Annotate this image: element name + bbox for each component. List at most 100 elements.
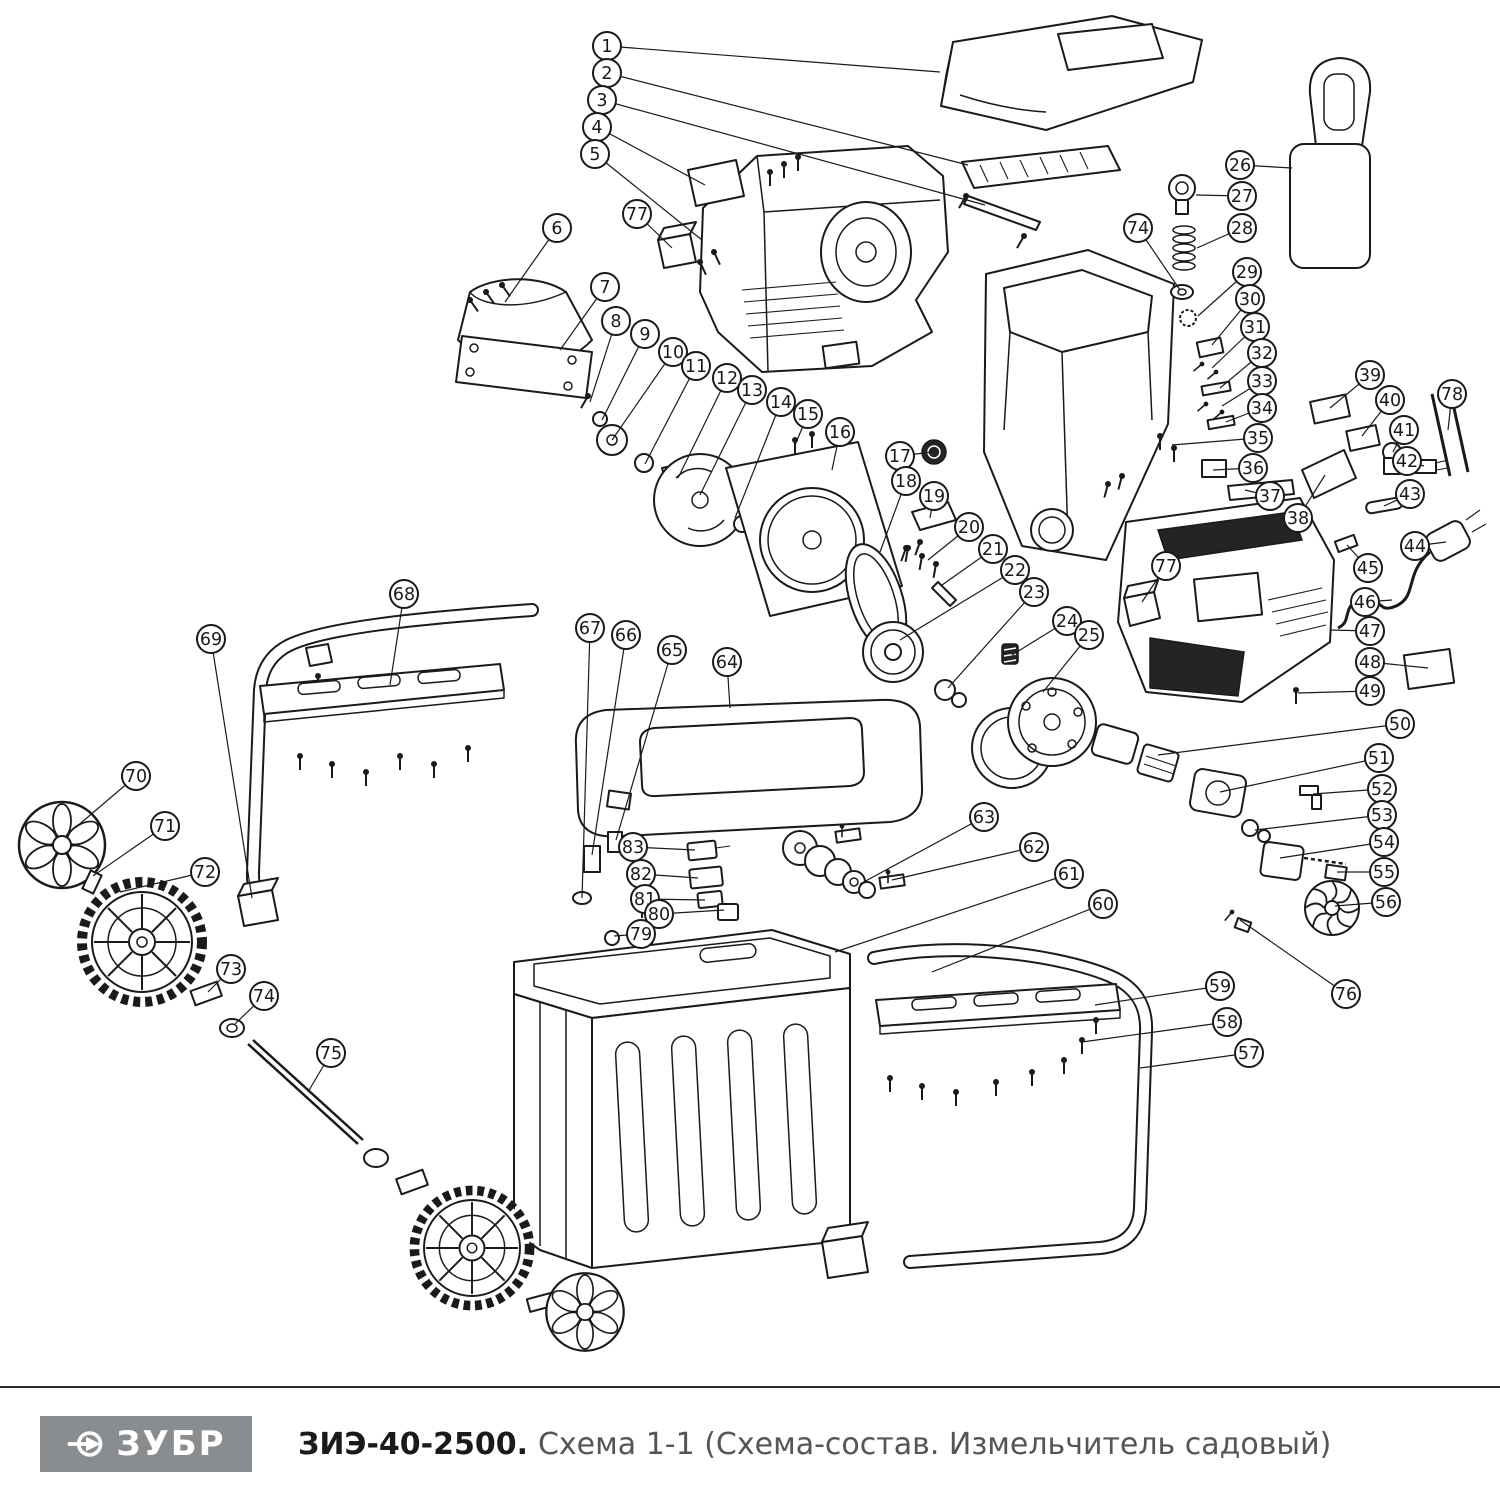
callout-69: 69 bbox=[196, 624, 226, 654]
leader-line-54 bbox=[1279, 841, 1385, 859]
svg-text:58: 58 bbox=[1216, 1013, 1238, 1033]
part-knob-spring bbox=[1168, 174, 1197, 327]
callout-2: 2 bbox=[592, 58, 622, 88]
callout-64: 64 bbox=[712, 647, 742, 677]
brand-name: ЗУБР bbox=[116, 1424, 226, 1464]
callout-23: 23 bbox=[1019, 577, 1049, 607]
svg-text:7: 7 bbox=[599, 278, 610, 298]
callout-50: 50 bbox=[1385, 709, 1415, 739]
callout-57: 57 bbox=[1234, 1038, 1264, 1068]
callout-numbers: 1234577678910111213141516171819202122232… bbox=[121, 31, 1467, 1068]
callout-58: 58 bbox=[1212, 1007, 1242, 1037]
svg-text:79: 79 bbox=[630, 925, 652, 945]
part-label-plate bbox=[687, 159, 745, 207]
leader-line-13 bbox=[699, 389, 753, 496]
callout-19: 19 bbox=[919, 481, 949, 511]
svg-text:70: 70 bbox=[125, 767, 147, 787]
callout-42: 42 bbox=[1392, 446, 1422, 476]
leader-line-62 bbox=[891, 846, 1035, 881]
leader-line-57 bbox=[1139, 1052, 1250, 1069]
callout-80: 80 bbox=[644, 899, 674, 929]
callout-83: 83 bbox=[618, 832, 648, 862]
part-vent-plate bbox=[961, 145, 1121, 231]
leader-line-22 bbox=[899, 569, 1016, 641]
svg-text:41: 41 bbox=[1393, 421, 1415, 441]
svg-text:67: 67 bbox=[579, 619, 601, 639]
svg-text:48: 48 bbox=[1359, 653, 1381, 673]
part-top-cover bbox=[940, 15, 1203, 131]
svg-text:14: 14 bbox=[770, 393, 792, 413]
svg-text:45: 45 bbox=[1357, 559, 1379, 579]
svg-text:76: 76 bbox=[1335, 985, 1357, 1005]
callout-72: 72 bbox=[190, 857, 220, 887]
leader-line-67 bbox=[581, 627, 591, 899]
callout-32: 32 bbox=[1247, 338, 1277, 368]
svg-text:42: 42 bbox=[1396, 452, 1418, 472]
callout-68: 68 bbox=[389, 579, 419, 609]
callout-29: 29 bbox=[1232, 257, 1262, 287]
callout-30: 30 bbox=[1235, 284, 1265, 314]
callout-22: 22 bbox=[1000, 555, 1030, 585]
callout-25: 25 bbox=[1074, 620, 1104, 650]
part-funnel bbox=[455, 278, 593, 399]
svg-text:26: 26 bbox=[1229, 156, 1251, 176]
svg-text:35: 35 bbox=[1247, 429, 1269, 449]
callout-7: 7 bbox=[590, 272, 620, 302]
svg-text:32: 32 bbox=[1251, 344, 1273, 364]
callout-67: 67 bbox=[575, 613, 605, 643]
part-crossbar-left bbox=[259, 643, 505, 787]
svg-text:29: 29 bbox=[1236, 263, 1258, 283]
callout-60: 60 bbox=[1088, 889, 1118, 919]
part-oil-bottle bbox=[1289, 57, 1372, 269]
callout-17: 17 bbox=[885, 441, 915, 471]
svg-text:10: 10 bbox=[662, 343, 684, 363]
svg-text:56: 56 bbox=[1375, 893, 1397, 913]
zubr-logo: ЗУБР bbox=[40, 1416, 252, 1472]
svg-text:63: 63 bbox=[973, 808, 995, 828]
part-handle-right bbox=[821, 943, 1154, 1279]
svg-text:51: 51 bbox=[1368, 749, 1390, 769]
svg-text:11: 11 bbox=[685, 357, 707, 377]
callout-44: 44 bbox=[1400, 531, 1430, 561]
svg-text:40: 40 bbox=[1379, 391, 1401, 411]
svg-text:49: 49 bbox=[1359, 682, 1381, 702]
callout-55: 55 bbox=[1369, 857, 1399, 887]
callout-45: 45 bbox=[1353, 553, 1383, 583]
callout-62: 62 bbox=[1019, 832, 1049, 862]
callout-31: 31 bbox=[1240, 312, 1270, 342]
callout-74: 74 bbox=[1123, 213, 1153, 243]
part-foot-pad-a bbox=[657, 221, 697, 269]
svg-text:28: 28 bbox=[1231, 219, 1253, 239]
svg-text:16: 16 bbox=[829, 423, 851, 443]
part-cam-wheel bbox=[971, 677, 1097, 789]
callout-54: 54 bbox=[1369, 827, 1399, 857]
part-drive-shaft bbox=[1090, 686, 1360, 936]
leader-line-59 bbox=[1094, 985, 1221, 1006]
callout-46: 46 bbox=[1350, 587, 1380, 617]
svg-text:12: 12 bbox=[716, 369, 738, 389]
svg-text:52: 52 bbox=[1371, 780, 1393, 800]
svg-text:64: 64 bbox=[716, 653, 738, 673]
callout-39: 39 bbox=[1355, 360, 1385, 390]
svg-text:69: 69 bbox=[200, 630, 222, 650]
callout-11: 11 bbox=[681, 351, 711, 381]
svg-text:62: 62 bbox=[1023, 838, 1045, 858]
svg-text:55: 55 bbox=[1373, 863, 1395, 883]
callout-15: 15 bbox=[793, 399, 823, 429]
svg-text:2: 2 bbox=[601, 64, 612, 84]
leader-line-63 bbox=[859, 816, 985, 885]
schema-subtitle: Схема 1-1 (Схема-состав. Измельчитель са… bbox=[537, 1426, 1332, 1462]
svg-text:65: 65 bbox=[661, 641, 683, 661]
leader-line-60 bbox=[931, 903, 1104, 973]
leader-line-10 bbox=[611, 351, 674, 441]
callout-73: 73 bbox=[216, 954, 246, 984]
svg-text:53: 53 bbox=[1371, 806, 1393, 826]
svg-text:33: 33 bbox=[1251, 372, 1273, 392]
svg-text:44: 44 bbox=[1404, 537, 1426, 557]
part-mount-parts bbox=[1309, 393, 1449, 515]
callout-38: 38 bbox=[1283, 503, 1313, 533]
part-wheels bbox=[17, 800, 625, 1352]
svg-text:80: 80 bbox=[648, 905, 670, 925]
callout-56: 56 bbox=[1371, 887, 1401, 917]
svg-text:83: 83 bbox=[622, 838, 644, 858]
